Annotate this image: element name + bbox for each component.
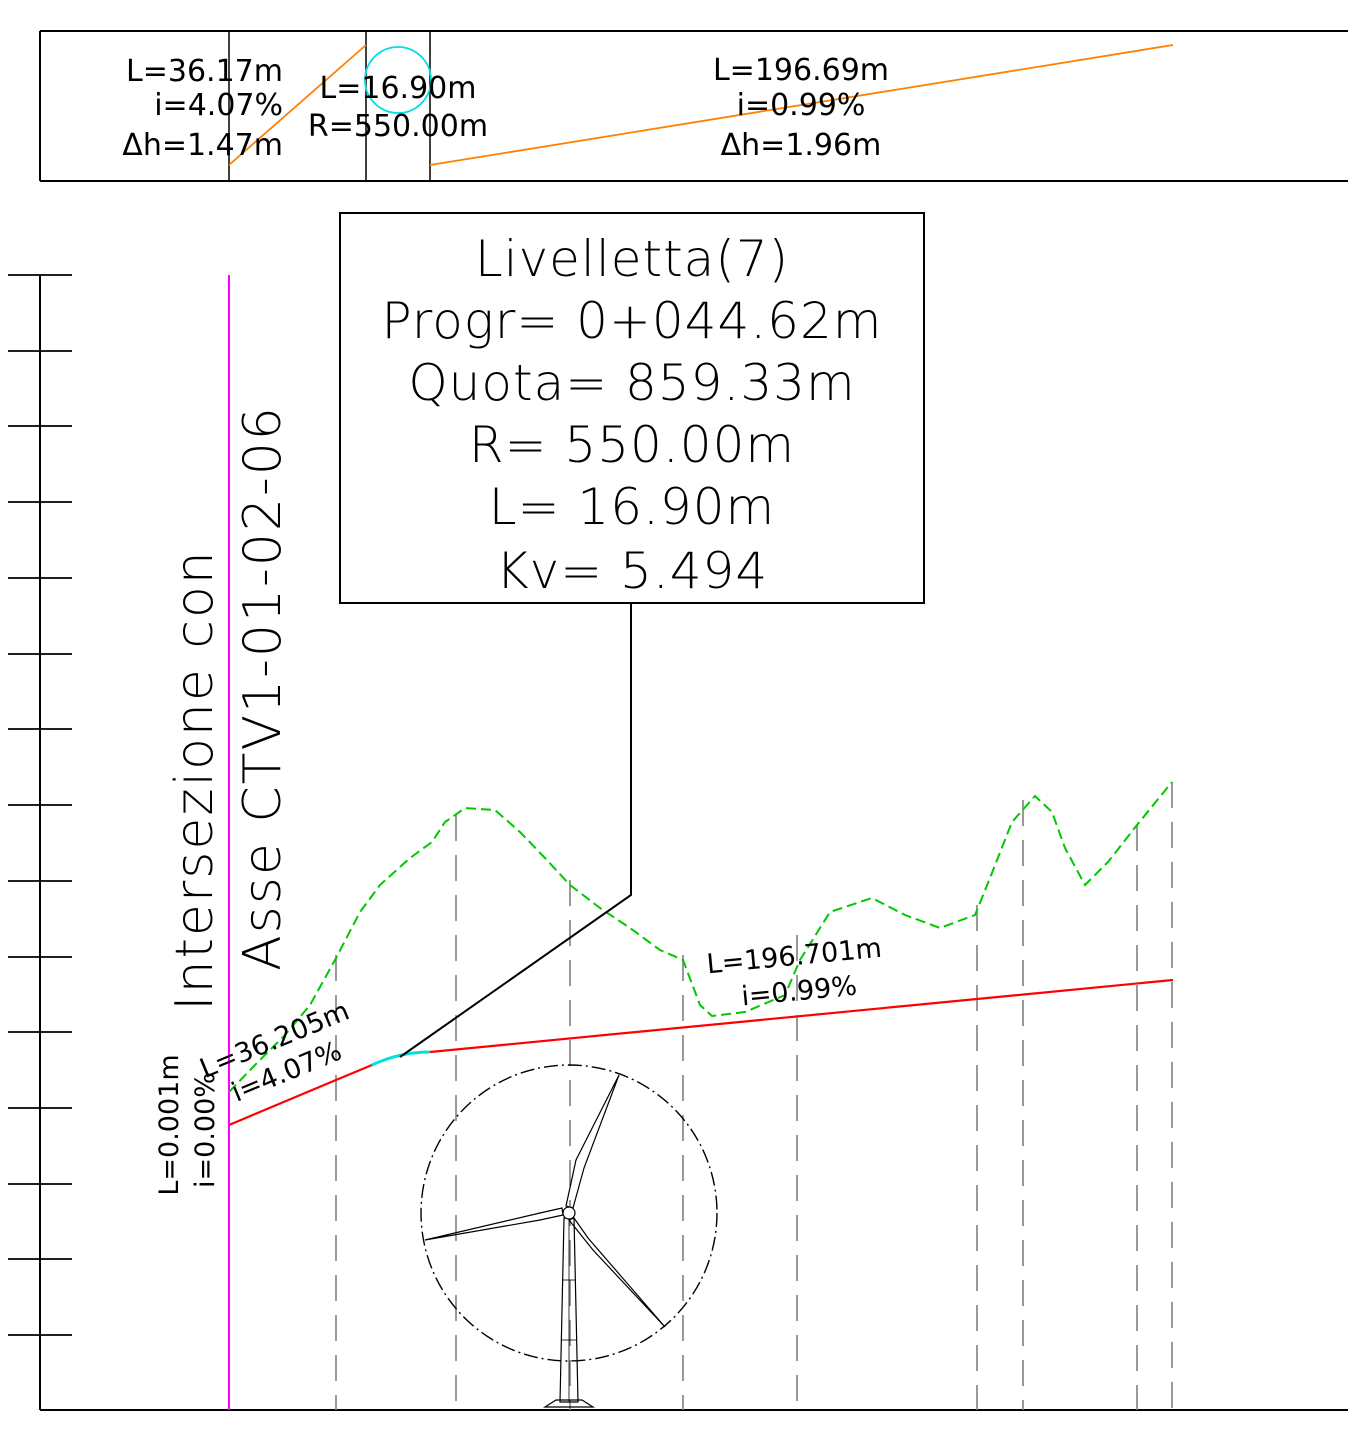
callout-kv: Kv= 5.494 [496,542,768,600]
band-seg1-length: L=36.17m [126,54,283,89]
band-seg1-slope: i=4.07% [154,88,283,123]
turbine-foundation [542,1399,596,1408]
band-seg2-length: L=196.69m [713,53,889,88]
turbine-hub [562,1206,576,1220]
design-profile [228,978,1174,1127]
band-grade-line-2 [429,44,1174,166]
short-segment-length: L=0.001m [154,1054,185,1195]
callout-length: L= 16.90m [489,478,776,536]
wind-turbine-icon [420,1064,718,1408]
intersection-label: Intersezione con Asse CTV1-01-02-06 [165,405,293,1011]
vertical-curve-segment [371,1050,431,1067]
band-seg1-delta-h: Δh=1.47m [122,128,283,163]
callout-leader [399,603,632,1058]
short-segment-slope: i=0.00% [190,1072,221,1188]
callout-title: Livelletta(7) [475,230,789,288]
band-curve-length: L=16.90m [320,71,477,106]
intersection-label-line-2: Asse CTV1-01-02-06 [233,405,293,971]
grade-band: L=36.17m i=4.07% Δh=1.47m L=16.90m R=550… [39,30,1348,182]
profile-segment-labels: L=0.001m i=0.00% L=36.205m i=4.07% L=196… [154,933,883,1196]
station-lines [335,782,1173,1410]
design-grade-line [228,1063,373,1127]
rotor-sweep-circle [420,1064,718,1362]
band-seg2-slope: i=0.99% [737,88,866,123]
intersection-label-line-1: Intersezione con [165,549,225,1011]
band-vertical-curve-circle [364,46,432,114]
band-grade-line-1 [228,44,367,166]
callout-progressive: Progr= 0+044.62m [381,292,882,350]
blade-left [424,1207,564,1241]
elevation-scale [8,274,1348,1411]
band-seg2-delta-h: Δh=1.96m [721,128,882,163]
segment-2-slope-label: i=0.99% [740,971,858,1013]
blade-right [568,1217,666,1328]
terrain-profile [228,781,1173,1093]
callout-radius: R= 550.00m [469,416,795,474]
design-grade-line-2 [429,978,1174,1054]
callout-elevation: Quota= 859.33m [408,354,855,412]
blade-up [565,1074,620,1209]
vertical-curve-callout: Livelletta(7) Progr= 0+044.62m Quota= 85… [339,212,925,1058]
callout-box [339,212,925,604]
band-curve-radius: R=550.00m [308,109,488,144]
scale-ticks [8,274,72,1336]
